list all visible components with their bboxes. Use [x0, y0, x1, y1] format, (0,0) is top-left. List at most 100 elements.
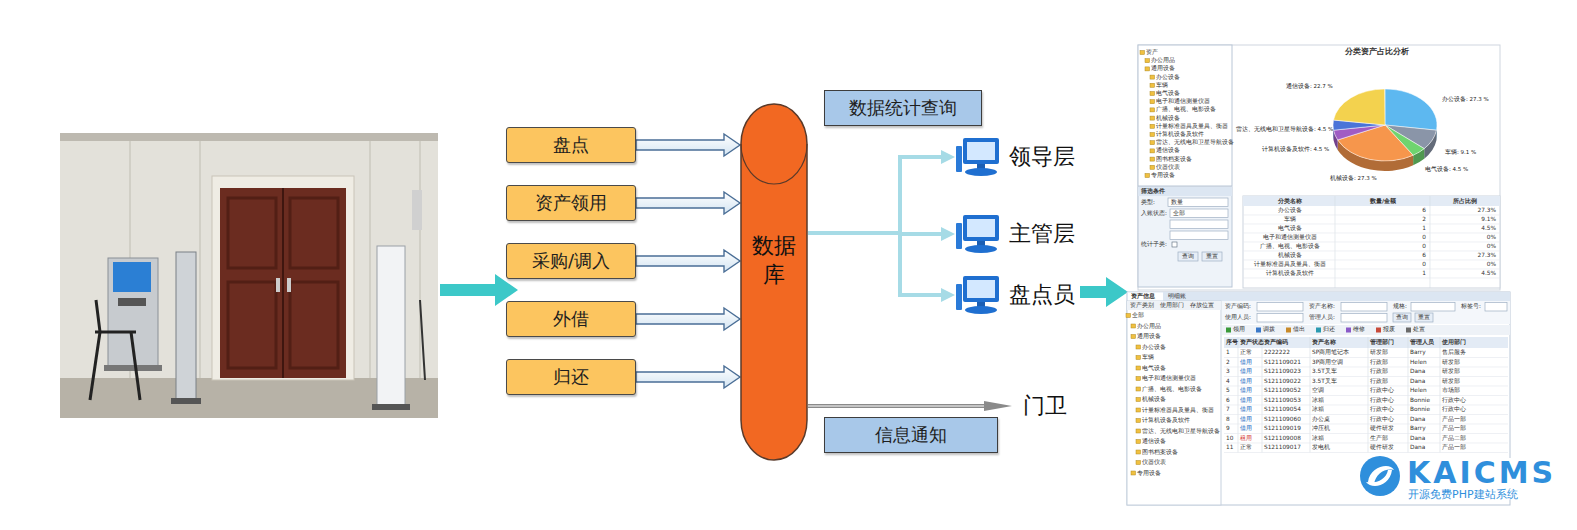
table-cell: Bonnie	[1410, 398, 1430, 404]
block-arrow	[636, 192, 740, 214]
illustration-part	[1127, 292, 1510, 301]
toolbar-button: 归还	[1323, 327, 1335, 333]
table-cell: Dana	[1410, 445, 1425, 451]
table-cell: Helen	[1410, 360, 1427, 366]
block-arrow	[636, 366, 740, 388]
table-cell: S121109017	[1264, 445, 1301, 451]
tower	[956, 146, 962, 172]
tool-icon	[1256, 328, 1261, 333]
table-cell: 3.5T叉车	[1312, 369, 1337, 375]
folder-icon	[1145, 67, 1150, 71]
drawing-part	[1224, 357, 1508, 358]
table-cell: 3.5T叉车	[1312, 379, 1337, 385]
drawing-part	[1224, 395, 1508, 396]
drawing-part	[1224, 443, 1508, 444]
watermark: 开源免费PHP建站系统	[1406, 489, 1520, 500]
table-cell: 5	[1226, 388, 1230, 394]
folder-icon	[1140, 51, 1145, 55]
pie-label: 机械设备: 27.3 %	[1330, 176, 1377, 182]
input-box	[1168, 198, 1228, 207]
folder-icon	[1136, 398, 1141, 402]
drawing-part	[1224, 424, 1508, 425]
illustration-part	[290, 282, 338, 368]
tower	[956, 223, 962, 249]
folder-icon	[1150, 133, 1155, 137]
table-cell: 租用	[1240, 436, 1252, 442]
tree-item: 通用设备	[1151, 66, 1175, 72]
node-text: 领导层	[1009, 142, 1075, 172]
tree-item: 通信设备	[1142, 439, 1166, 445]
illustration-part	[377, 246, 405, 406]
tree-item: 机械设备	[1142, 397, 1166, 403]
node-text: 主管层	[1009, 219, 1075, 249]
input-box	[1202, 252, 1222, 261]
computer-icon	[955, 274, 1003, 316]
drawing-part	[1243, 260, 1500, 261]
table-cell: 行政中心	[1370, 398, 1394, 404]
field-label: 资产编码:	[1225, 304, 1251, 310]
tree-item: 雷达、无线电和卫星导航设备	[1142, 429, 1220, 435]
table-cell: Dana	[1410, 379, 1425, 385]
role-terminal: 盘点员	[955, 272, 1081, 318]
pie-label: 电气设备: 4.5 %	[1425, 167, 1468, 173]
rfid-gate-photo	[60, 133, 438, 418]
tree-item: 全部	[1132, 313, 1144, 319]
folder-icon	[1136, 387, 1141, 391]
button-text: 查询	[1396, 315, 1408, 321]
folder-icon	[1145, 59, 1150, 63]
drawing-part	[1224, 376, 1508, 377]
folder-icon	[1136, 345, 1141, 349]
table-cell: 8	[1226, 417, 1230, 423]
input-box	[1485, 303, 1507, 312]
illustration-part	[1127, 301, 1221, 310]
folder-icon	[1150, 157, 1155, 161]
table-cell: 2	[1422, 217, 1426, 223]
table-cell: 电气设备	[1278, 226, 1302, 232]
table-cell: 27.3%	[1478, 253, 1496, 259]
block-arrow	[636, 250, 740, 272]
table-cell: 行政中心	[1442, 407, 1466, 413]
tool-icon	[1376, 328, 1381, 333]
table-cell: 计量标准器具及量具、衡器	[1254, 262, 1326, 268]
illustration-part	[104, 365, 162, 371]
field-label: 标签号:	[1461, 304, 1481, 310]
illustration-part	[420, 300, 425, 380]
drawing-part	[1368, 337, 1369, 453]
button-text: 重置	[1418, 315, 1430, 321]
connector	[636, 366, 740, 388]
table-cell: 0%	[1487, 244, 1496, 250]
illustration-part	[369, 141, 371, 378]
pie-label: 车辆: 9.1 %	[1445, 150, 1476, 156]
table-cell: 售后服务	[1442, 350, 1466, 356]
table-cell: 冲压机	[1312, 426, 1330, 432]
table-cell: Dana	[1410, 436, 1425, 442]
illustration-part	[1138, 187, 1232, 196]
table-cell: 市场部	[1442, 388, 1460, 394]
tree-item: 办公用品	[1151, 58, 1175, 64]
illustration-part	[412, 190, 422, 230]
table-cell: 6	[1422, 253, 1426, 259]
illustration-part	[290, 198, 338, 268]
toolbar-button: 领用	[1233, 327, 1245, 333]
illustration-part	[1243, 196, 1500, 288]
table-cell: S121109053	[1264, 398, 1301, 404]
tree-item: 专用设备	[1137, 471, 1161, 477]
tree-item: 计算机设备及软件	[1156, 132, 1204, 138]
table-cell: 产品二部	[1442, 436, 1466, 442]
field-value: 全部	[1173, 211, 1185, 217]
tree-item: 办公设备	[1156, 75, 1180, 81]
folder-icon	[1136, 461, 1141, 465]
illustration-part	[1138, 45, 1232, 186]
table-cell: Dana	[1410, 369, 1425, 375]
illustration-part	[372, 404, 410, 410]
branch-line	[808, 157, 943, 233]
drawing-part	[1243, 224, 1500, 225]
table-cell: 车辆	[1284, 217, 1296, 223]
input-box	[1257, 303, 1303, 312]
table-cell: 借用	[1240, 398, 1252, 404]
drawing-part	[1440, 337, 1441, 453]
folder-icon	[1150, 165, 1155, 169]
table-cell: 借用	[1240, 369, 1252, 375]
illustration-part	[282, 188, 284, 378]
connector	[808, 150, 955, 233]
